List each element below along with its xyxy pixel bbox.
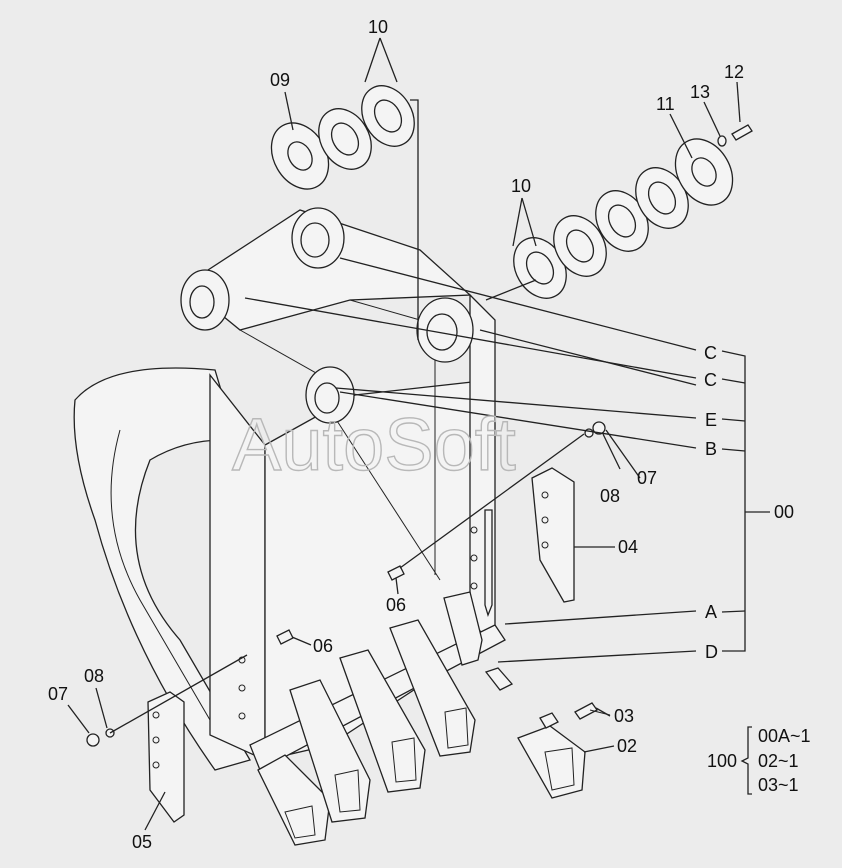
callout-11: 11	[656, 94, 675, 114]
tooth-3	[339, 649, 426, 793]
callout-10-upper: 10	[368, 17, 388, 37]
bolt-06-center	[387, 565, 405, 581]
bolt-12	[731, 124, 753, 141]
callout-08-right: 08	[600, 486, 620, 506]
watermark: AutoSoft	[232, 403, 516, 486]
nut-07-right	[592, 421, 606, 435]
tooth-1	[257, 754, 331, 846]
callout-12: 12	[724, 62, 744, 82]
ref-letter-c-1: C	[704, 343, 717, 363]
washer-13	[717, 135, 727, 147]
side-cutter-05	[147, 691, 185, 823]
callout-04: 04	[618, 537, 638, 557]
callout-03: 03	[614, 706, 634, 726]
cover-plate-11	[674, 138, 734, 206]
boss-front-right	[416, 297, 474, 363]
callout-06-left: 06	[313, 636, 333, 656]
tooth-point-02	[517, 712, 586, 799]
side-cutter-04	[531, 467, 575, 603]
callout-09: 09	[270, 70, 290, 90]
callout-02: 02	[617, 736, 637, 756]
assembly-row-2: 02~1	[758, 751, 799, 771]
leader-lines	[67, 37, 770, 831]
boss-front-left	[305, 366, 355, 424]
ref-letter-a: A	[705, 602, 717, 622]
nut-07-left	[86, 733, 100, 747]
callout-07-right: 07	[637, 468, 657, 488]
ref-letter-c-2: C	[704, 370, 717, 390]
assembly-row-3: 03~1	[758, 775, 799, 795]
tooth-4	[389, 619, 476, 757]
lock-pin-03	[574, 702, 598, 720]
teeth-row	[257, 591, 483, 846]
boss-rear-right	[291, 207, 345, 269]
tooth-2	[289, 679, 371, 823]
callout-13: 13	[690, 82, 710, 102]
shims-10-upper	[318, 85, 415, 170]
callout-07-left: 07	[48, 684, 68, 704]
boss-rear-left	[180, 269, 230, 331]
callout-10-lower: 10	[511, 176, 531, 196]
callout-08-left: 08	[84, 666, 104, 686]
ref-letter-d: D	[705, 642, 718, 662]
ref-letter-e: E	[705, 410, 717, 430]
assembly-parent: 100	[707, 751, 737, 771]
shims-10-lower	[513, 167, 689, 299]
callout-05: 05	[132, 832, 152, 852]
assembly-row-1: 00A~1	[758, 726, 811, 746]
callout-00: 00	[774, 502, 794, 522]
ref-letter-b: B	[705, 439, 717, 459]
callout-06-center: 06	[386, 595, 406, 615]
tooth-5	[443, 591, 483, 666]
